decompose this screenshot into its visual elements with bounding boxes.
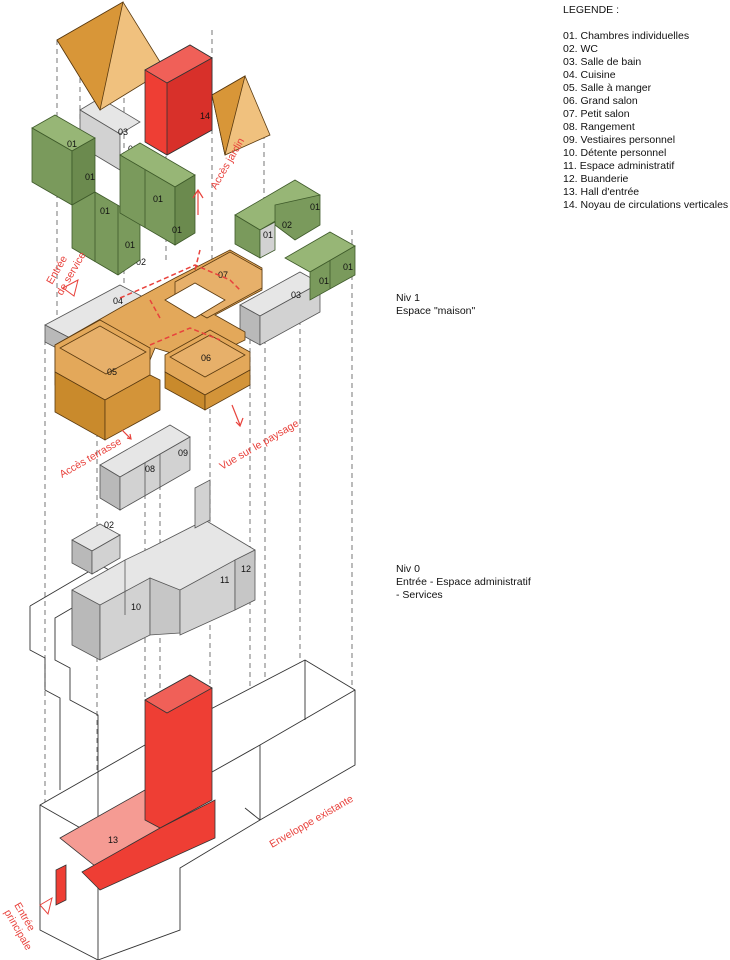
room-label-10: 10 [131,602,141,612]
niv1-bedrooms-right [234,179,356,301]
vue-paysage-label: Vue sur le paysage [218,417,302,472]
room-label-01-d: 01 [125,240,135,250]
level-label-niv0: Niv 0 Entrée - Espace administratif - Se… [396,563,531,602]
room-label-01-i: 01 [319,276,329,286]
legend-item-06: 06. Grand salon [563,95,638,107]
room-label-02-right: 02 [282,220,292,230]
roofs [56,1,271,156]
legend: LEGENDE : 01. Chambres individuelles 02.… [563,4,728,212]
legend-item-09: 09. Vestiaires personnel [563,134,676,146]
room-label-06: 06 [201,353,211,363]
room-label-01-b: 01 [85,172,95,182]
level-niv0-subtitle-2: - Services [396,589,443,601]
niv0-blocks [71,424,256,661]
legend-item-03: 03. Salle de bain [563,56,642,68]
level-label-niv1: Niv 1 Espace "maison" [396,292,475,318]
legend-item-12: 12. Buanderie [563,173,629,185]
legend-title: LEGENDE : [563,4,620,16]
level-niv1-subtitle: Espace "maison" [396,305,476,317]
legend-item-07: 07. Petit salon [563,108,630,120]
legend-item-14: 14. Noyau de circulations verticales [563,199,729,211]
room-label-07: 07 [218,270,228,280]
room-label-03-right: 03 [291,290,301,300]
room-label-11: 11 [220,575,229,585]
legend-item-13: 13. Hall d'entrée [563,186,640,198]
legend-item-05: 05. Salle à manger [563,82,652,94]
room-label-03-left: 03 [118,127,128,137]
niv1-grey-blocks [44,97,321,356]
room-label-13: 13 [108,835,118,845]
level-niv1-title: Niv 1 [396,292,420,304]
room-label-01-h: 01 [310,202,320,212]
circulation-core-14 [144,44,213,156]
niv1-bedrooms-left [31,114,196,276]
level-niv0-title: Niv 0 [396,563,420,575]
room-label-02-mid: 02 [136,257,146,267]
room-label-01-f: 01 [172,225,182,235]
hall-entree-13 [55,674,216,906]
level-niv0-subtitle: Entrée - Espace administratif [396,576,531,588]
room-label-01-e: 01 [153,194,163,204]
room-label-01-a: 01 [67,139,77,149]
niv1-living [54,249,263,441]
room-label-05: 05 [107,367,117,377]
room-label-01-g: 01 [263,230,273,240]
legend-item-08: 08. Rangement [563,121,635,133]
legend-item-10: 10. Détente personnel [563,147,667,159]
legend-item-11: 11. Espace administratif [563,160,675,172]
room-label-09: 09 [178,448,188,458]
room-label-12: 12 [241,564,251,574]
legend-item-01: 01. Chambres individuelles [563,30,690,42]
room-label-04: 04 [113,296,123,306]
circulation-path [119,249,241,346]
room-label-01-c: 01 [100,206,110,216]
annotation-arrows [39,188,244,916]
room-label-08: 08 [145,464,155,474]
room-label-02-niv0: 02 [104,520,114,530]
legend-item-02: 02. WC [563,43,599,55]
room-label-01-j: 01 [343,262,353,272]
legend-item-04: 04. Cuisine [563,69,616,81]
room-label-14: 14 [200,111,210,121]
